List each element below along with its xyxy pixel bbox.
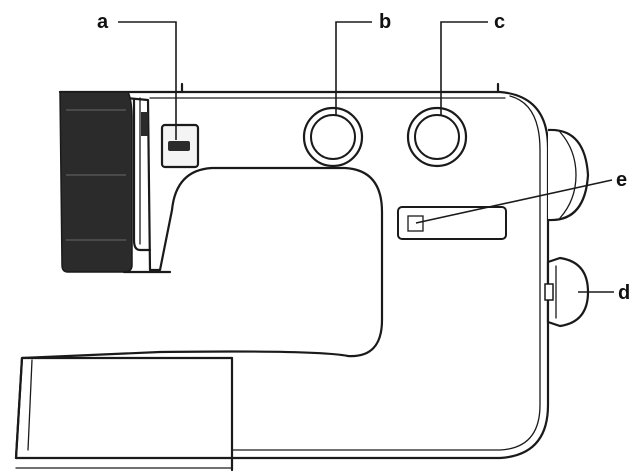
handwheel <box>547 128 590 222</box>
dial-b-inner <box>310 114 356 160</box>
callout-d: d <box>618 282 630 304</box>
callout-b: b <box>379 11 391 33</box>
handwheel-inner <box>559 131 577 219</box>
leader-a <box>118 21 177 140</box>
face-plate <box>59 91 133 273</box>
face-plate-highlight <box>66 109 126 241</box>
thread-channel <box>132 98 152 252</box>
callout-e: e <box>616 169 627 191</box>
callout-a: a <box>97 11 109 33</box>
free-arm-base <box>14 356 234 460</box>
arm-cavity-inner <box>27 359 33 451</box>
leader-b <box>335 21 372 115</box>
side-knob-d-cap <box>544 283 554 301</box>
leader-c <box>440 21 488 115</box>
indicator-panel <box>397 206 507 240</box>
leader-e <box>415 179 613 224</box>
dial-c-inner <box>414 114 460 160</box>
machine-body-outline <box>14 90 550 460</box>
body-right-edge-inner <box>231 95 541 451</box>
callout-c: c <box>494 11 505 33</box>
take-up-lever-slot <box>141 112 148 136</box>
thread-guide-slot <box>168 141 190 151</box>
indicator-window <box>407 215 424 232</box>
